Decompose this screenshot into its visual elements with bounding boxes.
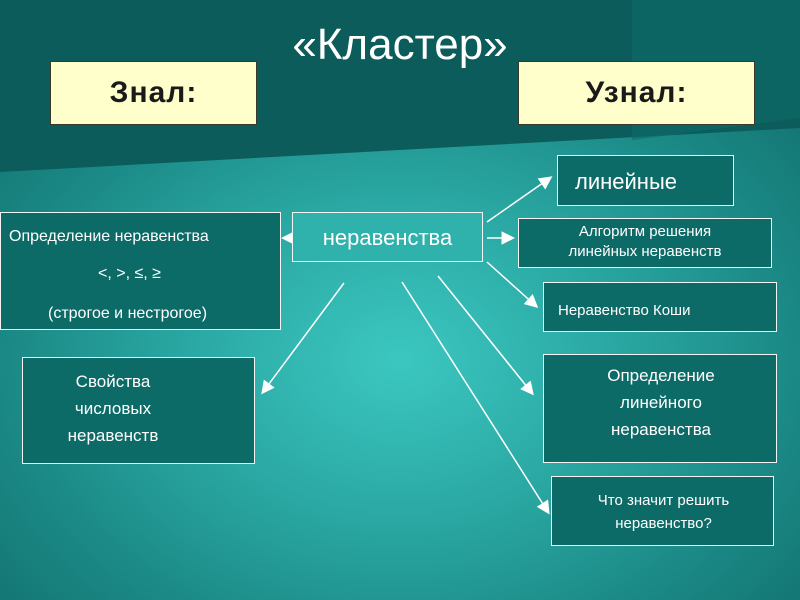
arrow-to-properties: [261, 282, 345, 395]
arrow-to-linear: [486, 176, 553, 223]
definition-linear-line-2: линейного: [620, 393, 702, 412]
arrow-to-cauchy: [486, 261, 539, 309]
center-node: неравенства: [292, 212, 483, 262]
algorithm-box: Алгоритм решения линейных неравенств: [518, 218, 772, 268]
definition-linear-line-1: Определение: [607, 366, 715, 385]
properties-line-2: числовых: [74, 399, 152, 418]
properties-line-3: неравенств: [67, 426, 159, 445]
arrow-to-meaning: [401, 281, 550, 515]
cauchy-box: Неравенство Коши: [543, 282, 777, 332]
algorithm-line-1: Алгоритм решения: [578, 223, 712, 240]
definition-inequality-box: Определение неравенства <, >, ≤, ≥ (стро…: [0, 212, 281, 330]
arrow-to-definition: [437, 275, 534, 396]
cauchy-label: Неравенство Коши: [558, 302, 691, 319]
header-learned: Узнал:: [518, 61, 755, 125]
algorithm-line-2: линейных неравенств: [568, 243, 722, 260]
header-knew: Знал:: [50, 61, 257, 125]
linear-box: линейные: [557, 155, 734, 206]
definition-inequality-label: Определение неравенства: [9, 228, 209, 245]
inequality-signs: <, >, ≤, ≥: [98, 265, 161, 282]
strict-nonstrict-label: (строгое и нестрогое): [48, 305, 208, 322]
properties-box: Свойства числовых неравенств: [22, 357, 255, 464]
meaning-box: Что значит решить неравенство?: [551, 476, 774, 546]
meaning-line-2: неравенство?: [615, 515, 712, 532]
slide-title: «Кластер»: [292, 20, 508, 69]
definition-linear-line-3: неравенства: [610, 420, 712, 439]
properties-line-1: Свойства: [75, 372, 151, 391]
definition-linear-box: Определение линейного неравенства: [543, 354, 777, 463]
meaning-line-1: Что значит решить: [597, 492, 730, 509]
center-label: неравенства: [322, 225, 453, 250]
linear-label: линейные: [575, 169, 677, 194]
